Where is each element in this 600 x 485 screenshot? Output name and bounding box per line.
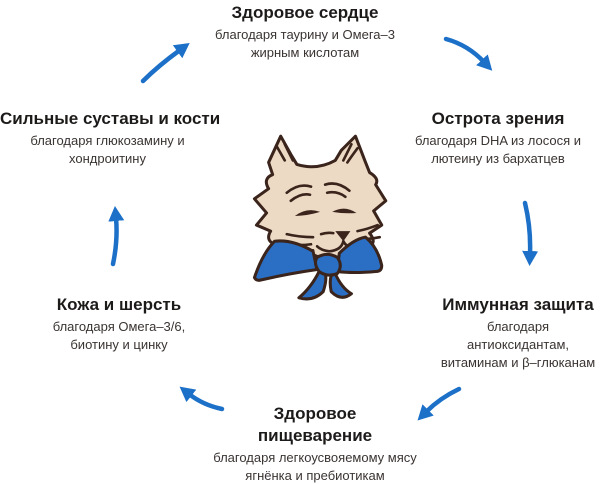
benefit-digestion-subtitle: благодаря легкоусвояемому мясу ягнёнка и… <box>213 450 417 483</box>
benefit-heart: Здоровое сердце благодаря таурину и Омег… <box>175 2 435 62</box>
benefit-joints: Сильные суставы и кости благодаря глюкоз… <box>0 108 221 168</box>
benefit-immunity: Иммунная защита благодаря антиоксидантам… <box>428 294 600 372</box>
arrow-skin-to-joints-icon <box>108 206 125 267</box>
benefit-immunity-title: Иммунная защита <box>442 295 594 314</box>
benefit-digestion: Здоровое пищеварение благодаря легкоусво… <box>190 403 440 485</box>
arrow-vision-to-immunity-icon <box>522 200 539 266</box>
arrow-heart-to-vision-icon <box>443 36 493 71</box>
benefit-vision-title: Острота зрения <box>431 109 565 128</box>
benefit-digestion-title: Здоровое пищеварение <box>257 404 373 445</box>
benefit-vision: Острота зрения благодаря DHA из лосося и… <box>398 108 598 168</box>
benefit-skin-title: Кожа и шерсть <box>56 295 182 314</box>
benefit-skin-subtitle: благодаря Омега–3/6, биотину и цинку <box>52 319 186 352</box>
benefit-heart-title: Здоровое сердце <box>231 3 379 22</box>
benefit-joints-title: Сильные суставы и кости <box>0 109 221 128</box>
benefit-immunity-subtitle: благодаря антиоксидантам, витаминам и β–… <box>440 319 596 370</box>
benefit-vision-subtitle: благодаря DHA из лосося и лютеину из бар… <box>414 133 582 166</box>
cat-mascot-icon <box>252 134 388 301</box>
cat-bandana <box>252 235 384 301</box>
benefit-skin: Кожа и шерсть благодаря Омега–3/6, биоти… <box>19 294 219 354</box>
benefit-heart-subtitle: благодаря таурину и Омега–3 жирным кисло… <box>215 27 395 60</box>
benefit-joints-subtitle: благодаря глюкозамину и хондроитину <box>30 133 185 166</box>
